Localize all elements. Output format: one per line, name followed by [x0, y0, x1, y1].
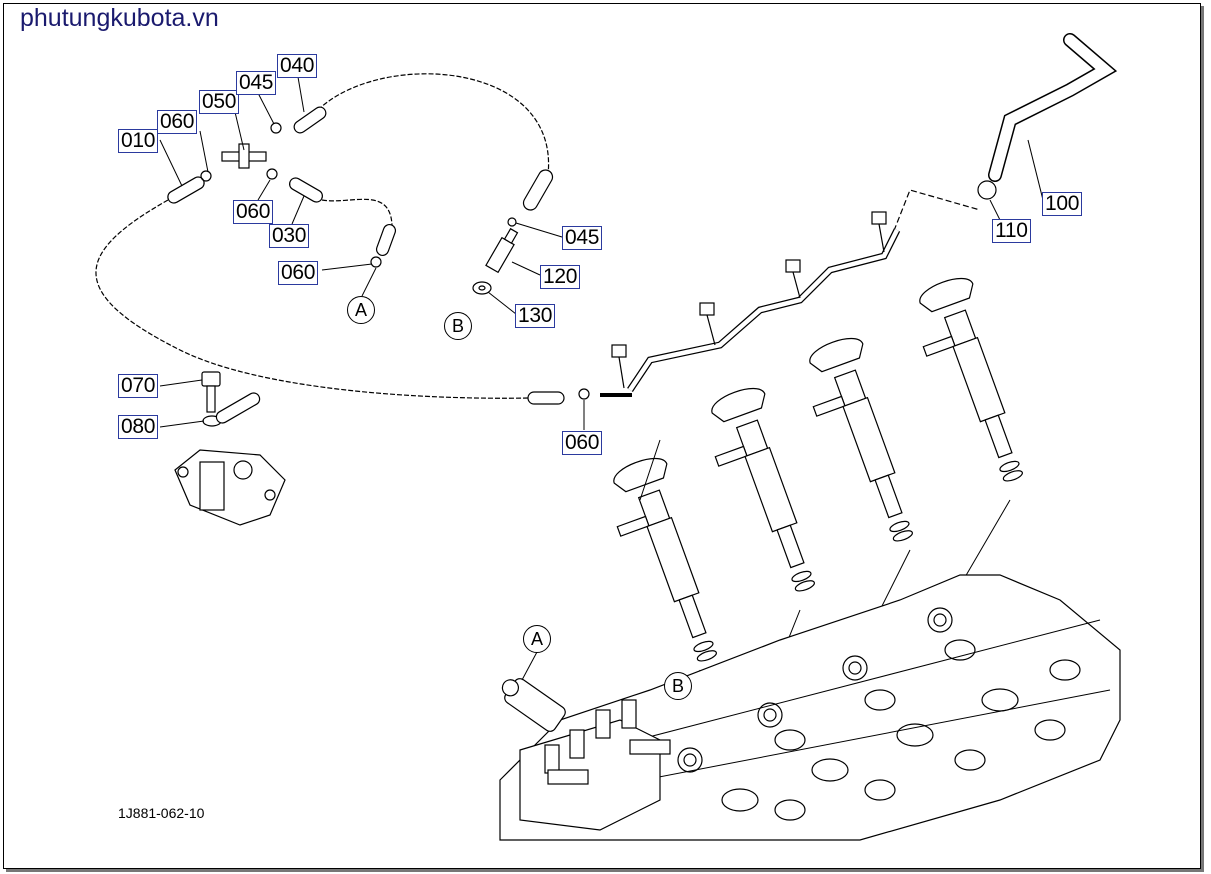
part-060-callout-b[interactable]: 060 [233, 200, 274, 224]
bolt-070 [201, 371, 221, 413]
fuel-injection-pump [501, 678, 671, 831]
part-100-callout[interactable]: 100 [1042, 192, 1083, 216]
part-130-callout[interactable]: 130 [515, 304, 556, 328]
injector-1 [613, 458, 717, 662]
ref-a-marker-top: A [347, 296, 375, 324]
hose-010 [167, 176, 205, 204]
part-045-callout-a[interactable]: 045 [236, 71, 277, 95]
part-030-callout[interactable]: 030 [269, 224, 310, 248]
part-040-callout[interactable]: 040 [277, 54, 318, 78]
tee-050 [221, 143, 267, 169]
hose-040 [293, 106, 327, 134]
banjo-bolts [611, 211, 887, 389]
ref-b-marker-top: B [444, 312, 472, 340]
part-010-callout[interactable]: 010 [118, 129, 159, 153]
injector-2 [711, 388, 815, 592]
hose-120-top [522, 169, 554, 211]
part-060-callout-d[interactable]: 060 [562, 431, 603, 455]
ref-b-marker-bottom: B [664, 672, 692, 700]
hose-060-bottom [527, 391, 565, 405]
part-110-callout[interactable]: 110 [992, 219, 1031, 243]
part-070-callout[interactable]: 070 [118, 374, 159, 398]
site-watermark: phutungkubota.vn [20, 4, 219, 32]
hose-small-a [375, 224, 397, 256]
part-120-callout[interactable]: 120 [540, 265, 581, 289]
clamp-plate [215, 392, 261, 424]
injector-holder-base [174, 449, 286, 526]
return-hose-path [317, 73, 549, 176]
part-060-callout-c[interactable]: 060 [278, 261, 319, 285]
fitting-120 [485, 227, 519, 274]
hose-030 [289, 177, 323, 203]
branch-hose-path [321, 198, 393, 226]
injector-3 [809, 338, 913, 542]
part-080-callout[interactable]: 080 [118, 415, 159, 439]
part-050-callout[interactable]: 050 [199, 90, 240, 114]
injector-4 [919, 278, 1023, 482]
ref-a-marker-bottom: A [523, 625, 551, 653]
drawing-code: 1J881-062-10 [118, 805, 205, 821]
leak-hose-path [95, 199, 531, 399]
part-045-callout-b[interactable]: 045 [562, 226, 603, 250]
part-060-callout-a[interactable]: 060 [157, 110, 198, 134]
overflow-line [883, 189, 981, 257]
